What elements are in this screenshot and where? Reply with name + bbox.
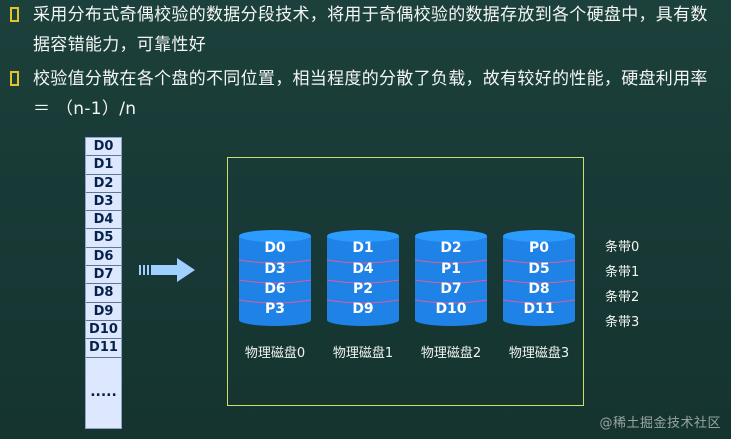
disk-label-3: 物理磁盘3 <box>508 346 570 361</box>
data-block-column: D0 D1 D2 D3 D4 D5 D6 D7 D8 D9 D10 D11 ..… <box>85 137 122 429</box>
data-block: D9 <box>86 303 121 321</box>
data-block: D3 <box>86 193 121 212</box>
data-block: D5 <box>86 229 121 248</box>
disk-cell: D8 <box>528 281 550 297</box>
stripe-label-1: 条带1 <box>605 265 640 280</box>
data-block: D10 <box>86 321 121 340</box>
disk-label-0: 物理磁盘0 <box>244 346 306 361</box>
right-arrow-icon <box>139 258 195 282</box>
data-block: D7 <box>86 266 121 285</box>
bullet-paragraph-2: 校验值分散在各个盘的不同位置，相当程度的分散了负载，故有较好的性能，硬盘利用率＝… <box>10 64 722 124</box>
physical-disk-0: D0 D3 D6 P3 <box>239 230 311 326</box>
physical-disk-3: P0 D5 D8 D11 <box>503 230 575 326</box>
disk-cell: P1 <box>440 261 461 277</box>
disk-cell: P2 <box>352 281 373 297</box>
bullet-text-2: 校验值分散在各个盘的不同位置，相当程度的分散了负载，故有较好的性能，硬盘利用率＝… <box>33 69 708 119</box>
disk-cell: D7 <box>440 281 462 297</box>
disk-cell: D10 <box>435 301 467 317</box>
disk-cell: D2 <box>440 240 462 256</box>
data-block: D8 <box>86 284 121 303</box>
data-block: D0 <box>86 138 121 157</box>
physical-disk-1: D1 D4 P2 D9 <box>327 230 399 326</box>
stripe-label-0: 条带0 <box>605 240 640 255</box>
bullet-marker-icon <box>10 71 19 86</box>
bullet-marker-icon <box>10 7 19 22</box>
disk-cell: D3 <box>264 261 286 277</box>
stripe-label-2: 条带2 <box>605 290 640 305</box>
bullet-paragraph-1: 采用分布式奇偶校验的数据分段技术，将用于奇偶校验的数据存放到各个硬盘中，具有数据… <box>10 0 722 60</box>
disk-cylinder-icon <box>415 230 487 326</box>
bullet-text-1: 采用分布式奇偶校验的数据分段技术，将用于奇偶校验的数据存放到各个硬盘中，具有数据… <box>33 5 708 55</box>
data-block: D6 <box>86 248 121 267</box>
data-block: D2 <box>86 175 121 193</box>
disk-cell: D0 <box>264 240 286 256</box>
disk-cell: D6 <box>264 281 286 297</box>
disk-cell: D1 <box>352 240 374 256</box>
data-block: D11 <box>86 339 121 358</box>
watermark: @稀土掘金技术社区 <box>599 416 721 431</box>
disk-cell: D9 <box>352 301 374 317</box>
disk-cylinder-icon <box>327 230 399 326</box>
disk-array-frame <box>227 157 584 406</box>
disk-cylinder-icon <box>239 230 311 326</box>
data-block-ellipsis: ..... <box>90 384 117 400</box>
physical-disk-2: D2 P1 D7 D10 <box>415 230 487 326</box>
disk-cylinder-icon <box>503 230 575 326</box>
disk-cell: D11 <box>523 301 555 317</box>
disk-label-1: 物理磁盘1 <box>332 346 394 361</box>
stripe-label-3: 条带3 <box>605 315 640 330</box>
disk-cell: D4 <box>352 261 374 277</box>
disk-cell: P3 <box>264 301 285 317</box>
data-block: D1 <box>86 156 121 175</box>
data-block: D4 <box>86 211 121 230</box>
disk-label-2: 物理磁盘2 <box>420 346 482 361</box>
disk-cell: P0 <box>528 240 549 256</box>
disk-cell: D5 <box>528 261 550 277</box>
